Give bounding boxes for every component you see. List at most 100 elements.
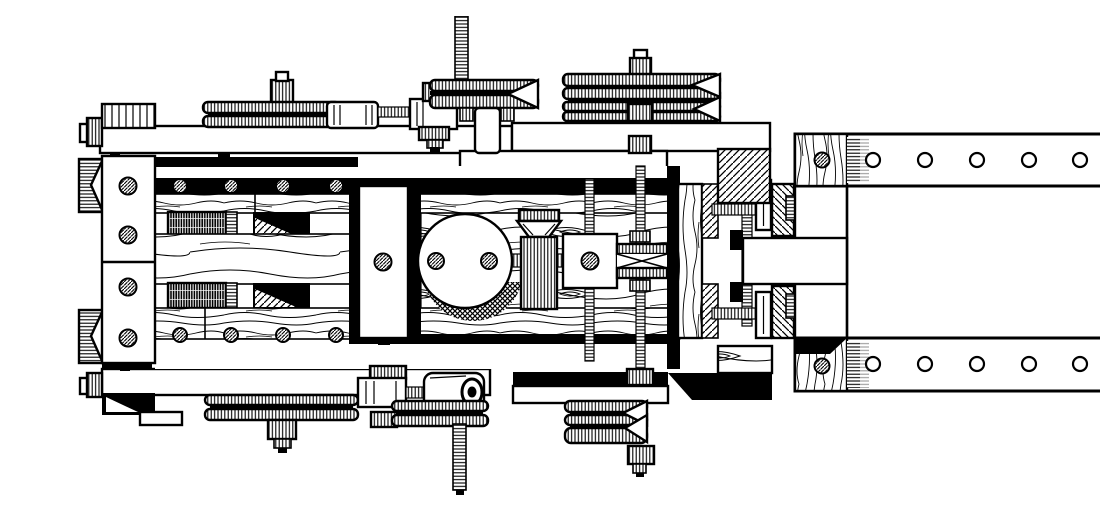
- engraving-figure: Engraved top view of a model machine cha…: [40, 16, 1100, 496]
- stud: [500, 107, 515, 122]
- bottom-crank-assembly: [356, 364, 490, 495]
- groove: [430, 91, 538, 95]
- rod-cap: [456, 490, 464, 495]
- flange: [201, 114, 342, 129]
- upper-perforated-strip: [793, 132, 1100, 188]
- bottom-pulley-left: [203, 393, 360, 453]
- bottom-rail-black-wedge: [668, 373, 772, 400]
- shadow-bit-bottom: [730, 282, 743, 302]
- left-top-bolt: [85, 116, 104, 148]
- left-end-assembly: [77, 102, 184, 427]
- chassis-top-screws: [172, 178, 344, 194]
- bolt-cap: [274, 70, 290, 83]
- central-mechanism: [416, 165, 669, 370]
- v-groove-notch: [688, 72, 722, 99]
- groove: [397, 411, 483, 415]
- knurled-nut: [626, 102, 654, 123]
- drawbar-tongue: [741, 236, 849, 286]
- top-double-pulley: [561, 48, 722, 155]
- strip-shade-fade: [860, 137, 869, 183]
- strip-screw: [813, 357, 831, 375]
- square-plate-screw: [580, 251, 600, 271]
- rail-stud: [627, 134, 653, 155]
- bottle-cap-band: [517, 208, 561, 223]
- middle-beam: [154, 233, 359, 285]
- left-bottom-bolt: [85, 371, 104, 399]
- groove: [568, 99, 715, 102]
- large-disc: [416, 212, 514, 310]
- knurled-nut: [626, 444, 656, 466]
- knurled-block: [166, 281, 228, 310]
- pulley-flange-top: [615, 242, 669, 256]
- knurled-bottle-sleeve: [514, 208, 564, 311]
- center-plank-assembly: [349, 179, 421, 345]
- strip-shade: [847, 341, 860, 388]
- stud: [459, 107, 474, 122]
- left-plate-screws: [118, 176, 138, 348]
- rear-wood-block-bottom: [716, 344, 774, 375]
- chassis-beam-screws: [172, 327, 344, 343]
- strip-shade-fade: [860, 341, 869, 388]
- flange: [390, 413, 490, 428]
- groove: [570, 425, 642, 428]
- coupling-post-bottom: [754, 290, 773, 340]
- disc-screws: [427, 252, 498, 270]
- shadow-bit-top: [730, 230, 743, 250]
- edge-on-v-pulley: [615, 230, 669, 292]
- bolt-tip: [120, 365, 130, 371]
- top-pulley-left: [201, 70, 342, 129]
- vertical-plank: [676, 182, 704, 340]
- bolt-stem: [426, 139, 444, 149]
- hatched-wedge: [255, 218, 296, 236]
- strip-screw: [813, 151, 831, 169]
- engraving-canvas: [77, 16, 1100, 495]
- pulley-cap-top: [629, 230, 651, 243]
- pulley-flange-bottom: [615, 266, 669, 280]
- v-groove-notch: [505, 78, 540, 110]
- bolt-tip: [278, 448, 287, 453]
- plank-bolt-top: [378, 179, 390, 187]
- top-center-pulley: [421, 16, 540, 155]
- bracket-highlight-triangle: [106, 397, 138, 412]
- plank-bolt-bottom: [378, 337, 390, 345]
- strip-shadow-wedge: [795, 338, 847, 354]
- bottle-body: [519, 235, 559, 311]
- plank-screw: [373, 252, 393, 272]
- hatched-wedge: [255, 289, 296, 307]
- roller-pin: [225, 282, 238, 309]
- hub-wheel-top: [77, 157, 105, 214]
- crank-sleeve: [325, 100, 380, 130]
- step-bracket: [138, 410, 184, 427]
- v-groove-notch: [622, 412, 649, 445]
- side-rails: [98, 121, 774, 405]
- bolt-tip: [636, 473, 644, 477]
- bottom-double-pulley: [563, 367, 656, 477]
- chassis-right-black-band: [667, 166, 680, 369]
- knurled-spacer-block: [100, 102, 157, 130]
- flange: [561, 86, 722, 101]
- strip-holes: [864, 151, 1089, 169]
- crank-rod: [377, 106, 411, 118]
- strip-shade: [847, 137, 860, 183]
- hub-wheel-bottom: [77, 308, 105, 365]
- vertical-threaded-rod: [454, 16, 469, 83]
- band-nut: [625, 367, 655, 387]
- top-edge-strip: [102, 157, 358, 167]
- flange: [390, 399, 490, 413]
- bolt-tip: [218, 153, 230, 160]
- bolt-tip: [430, 147, 440, 153]
- hatched-corner-block: [716, 147, 772, 205]
- white-post: [473, 106, 502, 155]
- chassis-bottom-black-strip: [421, 334, 680, 344]
- knurled-nut: [266, 418, 298, 441]
- axle-bolt: [628, 56, 653, 77]
- flange: [203, 393, 360, 407]
- v-groove-notch: [691, 95, 722, 123]
- pulley-cap-bottom: [629, 279, 651, 292]
- flange: [203, 407, 360, 422]
- groove: [210, 404, 353, 410]
- lower-friction-row: [166, 281, 310, 310]
- lower-perforated-strip: [793, 336, 1100, 393]
- strip-holes: [864, 355, 1089, 373]
- groove: [208, 112, 336, 117]
